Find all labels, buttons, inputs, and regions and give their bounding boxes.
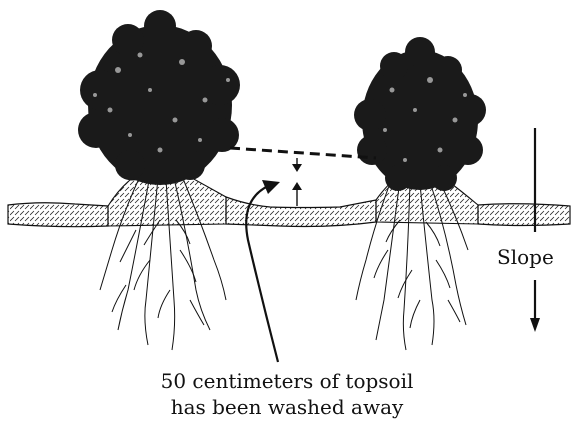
caption-line-2: has been washed away — [171, 395, 404, 419]
depth-measurement-arrows — [292, 158, 302, 206]
left-shrub-foliage — [78, 10, 240, 185]
original-soil-level-line — [230, 148, 376, 158]
right-shrub-foliage — [354, 37, 486, 191]
soil-surface-right — [478, 204, 570, 226]
right-shrub-icon — [354, 37, 486, 350]
caption-line-1: 50 centimeters of topsoil — [161, 369, 414, 393]
soil-surface-left — [8, 203, 108, 227]
slope-arrow-down-icon — [530, 128, 540, 332]
left-shrub-icon — [78, 10, 240, 350]
slope-label: Slope — [497, 245, 554, 269]
